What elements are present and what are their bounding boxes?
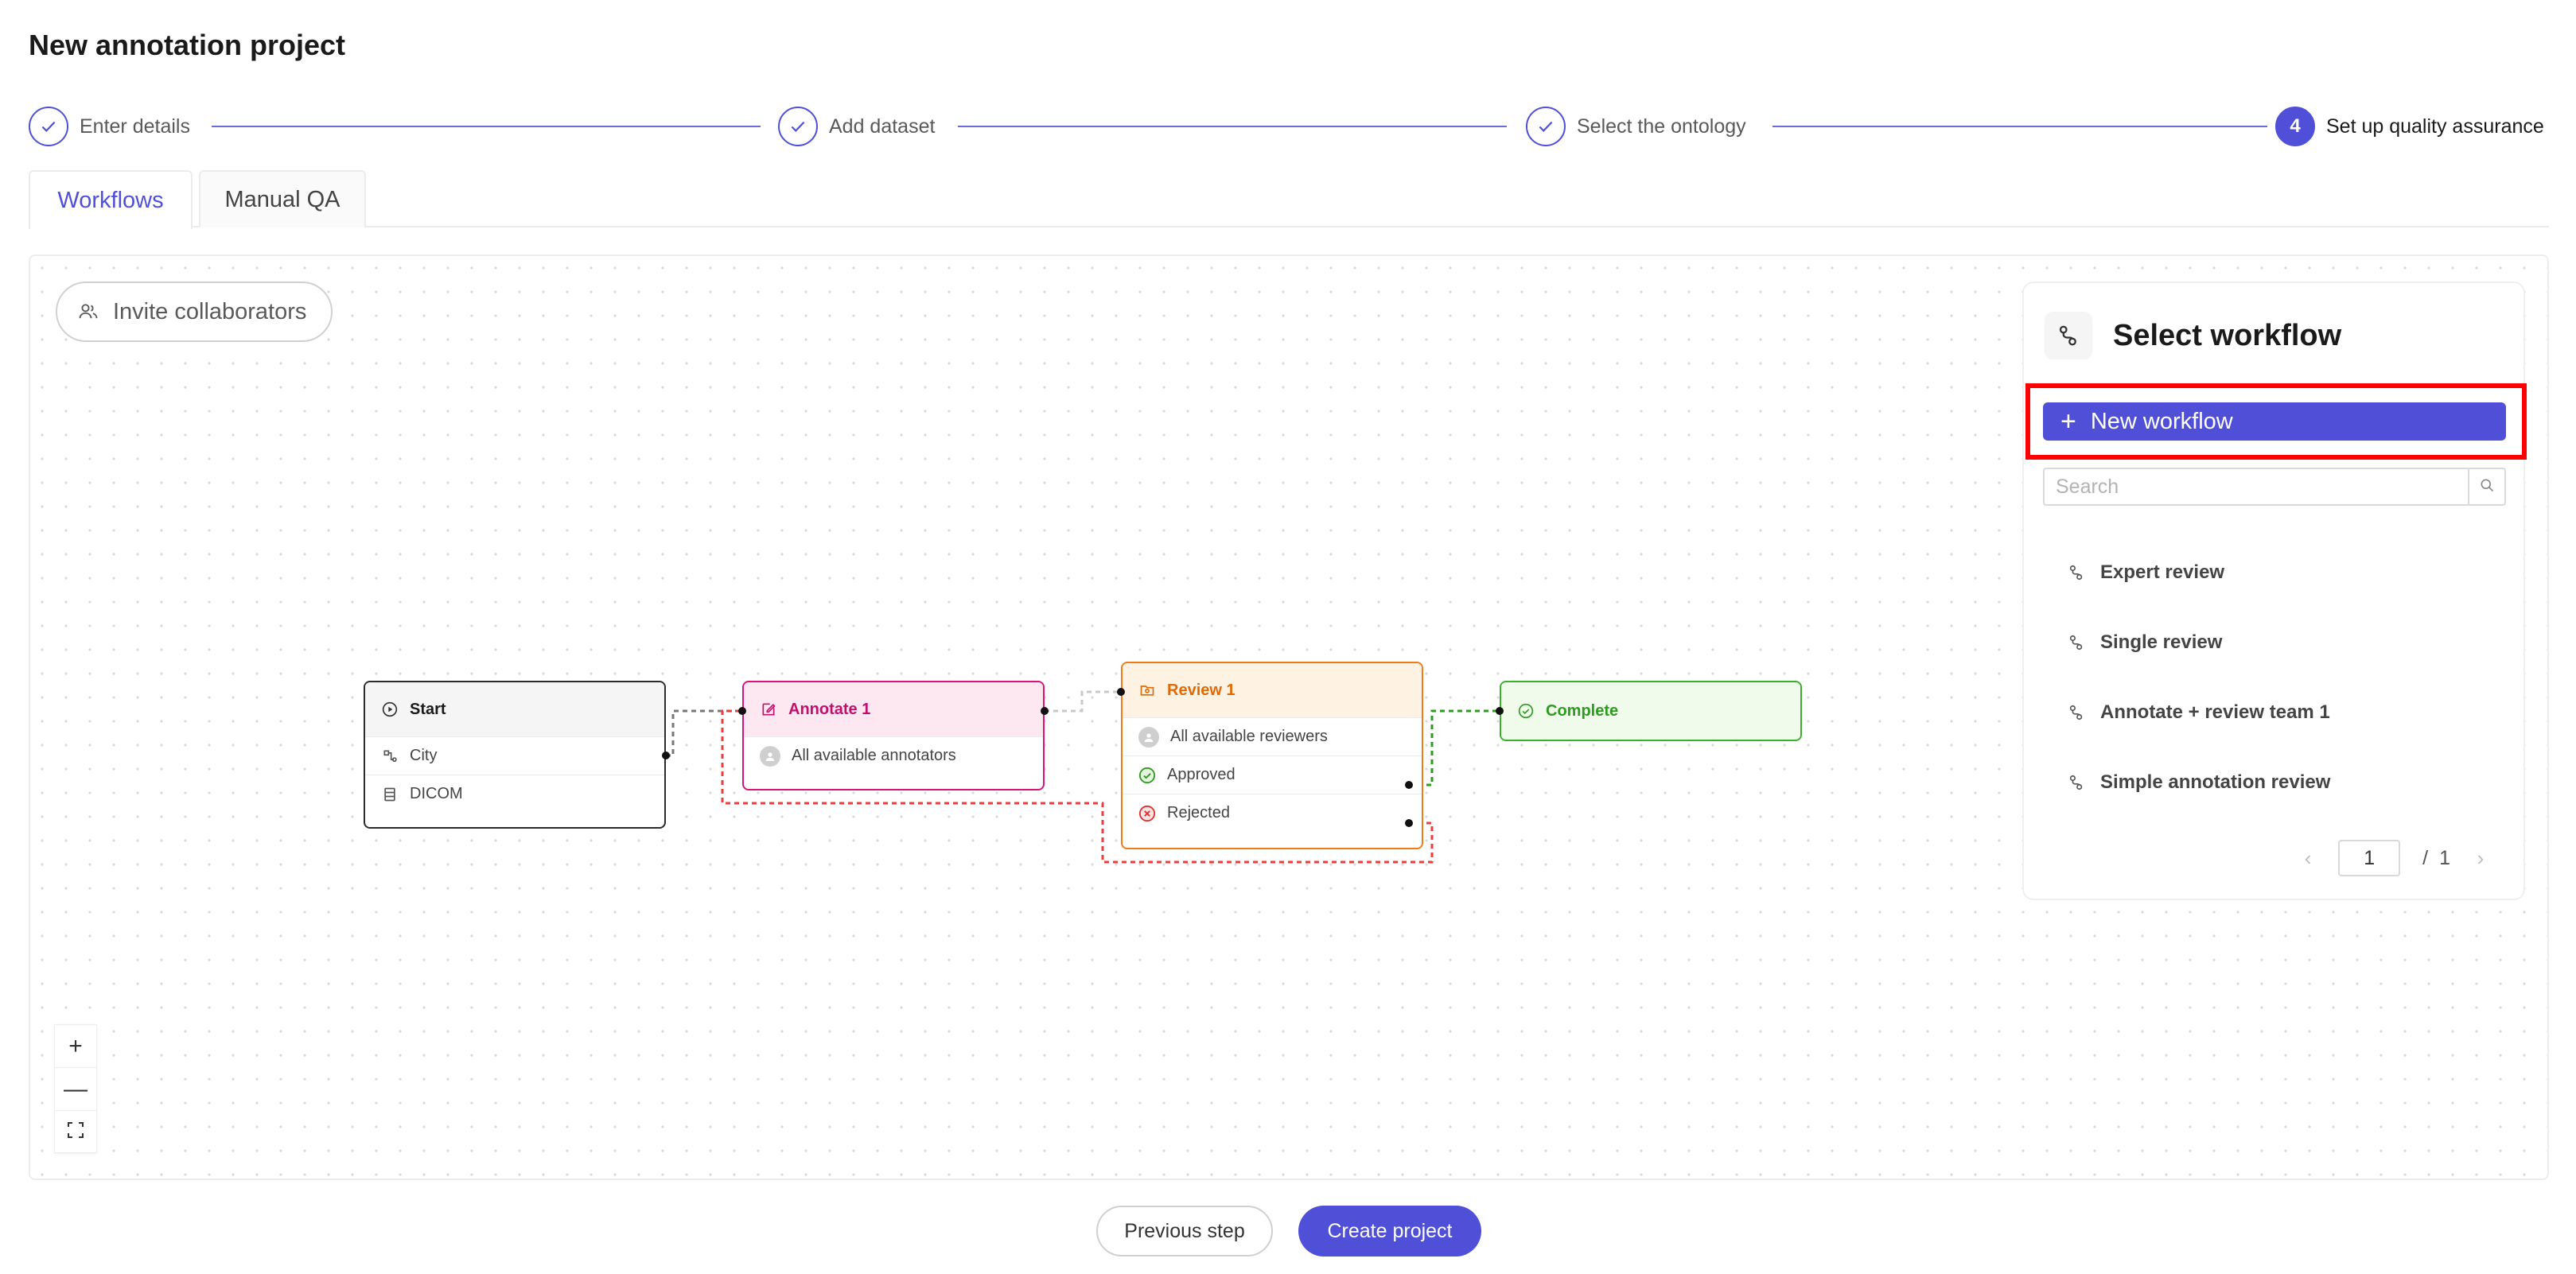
node-row-label: Approved (1167, 766, 1235, 783)
search-button[interactable] (2468, 468, 2506, 506)
chevron-right-icon[interactable]: › (2477, 845, 2485, 870)
approved-icon (1138, 767, 1156, 784)
pagination: ‹ 1 / 1 › (2292, 840, 2496, 876)
workflow-name: Expert review (2100, 561, 2225, 583)
page-title: New annotation project (29, 29, 346, 61)
highlight-box (2025, 383, 2527, 460)
node-title: Annotate 1 (788, 700, 871, 718)
port-review-approved[interactable] (1405, 781, 1413, 789)
node-start[interactable]: Start City DICOM (364, 681, 666, 829)
step-connector (1772, 126, 2267, 127)
invite-collaborators-button[interactable]: Invite collaborators (56, 282, 333, 342)
zoom-controls: + — (54, 1024, 97, 1153)
workflow-name: Simple annotation review (2100, 771, 2331, 793)
check-icon (1526, 107, 1566, 146)
step-connector (212, 126, 761, 127)
port-annotate-out[interactable] (1041, 707, 1049, 715)
new-workflow-label: New workflow (2090, 408, 2233, 434)
edit-icon (760, 701, 777, 718)
zoom-in-button[interactable]: + (55, 1025, 96, 1068)
zoom-out-button[interactable]: — (55, 1068, 96, 1111)
edge-start-annotate (666, 709, 742, 757)
panel-title: Select workflow (2113, 318, 2342, 352)
list-item[interactable]: Annotate + review team 1 (2043, 678, 2506, 748)
fit-view-button[interactable] (55, 1111, 96, 1154)
port-start-out[interactable] (662, 752, 670, 759)
avatar (760, 745, 780, 767)
stepper: Enter details Add dataset Select the ont… (29, 105, 2549, 148)
step-add-dataset[interactable]: Add dataset (778, 105, 935, 148)
node-row-label: DICOM (410, 785, 463, 802)
select-workflow-panel: Select workflow + New workflow Expert re… (2022, 282, 2527, 900)
workflow-name: Annotate + review team 1 (2100, 701, 2330, 723)
step-select-ontology[interactable]: Select the ontology (1526, 105, 1746, 148)
previous-step-button[interactable]: Previous step (1096, 1206, 1273, 1257)
invite-label: Invite collaborators (113, 298, 307, 324)
step-label: Add dataset (829, 115, 936, 138)
node-row-label: City (410, 747, 438, 764)
check-icon (778, 107, 818, 146)
step-connector (958, 126, 1507, 127)
plus-icon: + (2060, 406, 2076, 437)
step-label: Enter details (80, 115, 190, 138)
chevron-left-icon[interactable]: ‹ (2304, 845, 2312, 870)
page-input[interactable]: 1 (2338, 840, 2401, 876)
node-title: Start (410, 700, 446, 718)
list-item[interactable]: Single review (2043, 608, 2506, 678)
node-row-label: All available reviewers (1170, 728, 1328, 745)
node-row-label: Rejected (1167, 804, 1230, 821)
review-folder-icon (1138, 682, 1156, 699)
ontology-icon (381, 748, 399, 765)
step-label: Select the ontology (1577, 115, 1746, 138)
workflow-search (2043, 468, 2506, 506)
search-icon (2479, 477, 2495, 497)
node-title: Complete (1546, 701, 1619, 720)
port-complete-in[interactable] (1496, 707, 1504, 715)
check-circle-icon (1517, 702, 1535, 720)
fit-screen-icon (66, 1119, 85, 1146)
workflow-icon (2045, 312, 2092, 359)
workflow-icon (2067, 563, 2086, 582)
step-enter-details[interactable]: Enter details (29, 105, 190, 148)
tab-manual-qa[interactable]: Manual QA (199, 170, 366, 227)
create-project-button[interactable]: Create project (1298, 1206, 1481, 1257)
check-icon (29, 107, 68, 146)
dataset-icon (381, 786, 399, 803)
avatar (1138, 726, 1159, 748)
workflow-list: Expert review Single review Annotate + r… (2043, 538, 2506, 818)
search-input[interactable] (2043, 468, 2468, 506)
new-workflow-button[interactable]: + New workflow (2043, 402, 2506, 441)
node-row-label: All available annotators (792, 747, 956, 764)
rejected-icon (1138, 805, 1156, 822)
node-annotate[interactable]: Annotate 1 All available annotators (742, 681, 1045, 790)
workflow-icon (2067, 703, 2086, 722)
workflow-icon (2067, 773, 2086, 792)
list-item[interactable]: Expert review (2043, 538, 2506, 608)
port-review-rejected[interactable] (1405, 819, 1413, 827)
step-number: 4 (2275, 107, 2315, 146)
port-review-in[interactable] (1117, 688, 1125, 696)
tab-workflows[interactable]: Workflows (29, 170, 193, 229)
page-total: 1 (2439, 846, 2450, 869)
workflow-name: Single review (2100, 631, 2223, 653)
edge-annotate-review (1045, 690, 1121, 713)
port-annotate-in[interactable] (738, 707, 746, 715)
step-quality-assurance[interactable]: 4 Set up quality assurance (2275, 105, 2544, 148)
tab-bar: Workflows Manual QA (29, 170, 2549, 229)
step-label: Set up quality assurance (2326, 115, 2544, 138)
page-separator: / (2422, 846, 2429, 869)
users-icon (76, 300, 100, 324)
workflow-canvas[interactable]: Invite collaborators Start City DICOM (29, 254, 2549, 1180)
play-icon (381, 701, 399, 718)
node-title: Review 1 (1167, 681, 1235, 699)
node-complete[interactable]: Complete (1500, 681, 1802, 741)
workflow-icon (2067, 633, 2086, 652)
list-item[interactable]: Simple annotation review (2043, 748, 2506, 818)
node-review[interactable]: Review 1 All available reviewers Approve… (1121, 662, 1423, 849)
